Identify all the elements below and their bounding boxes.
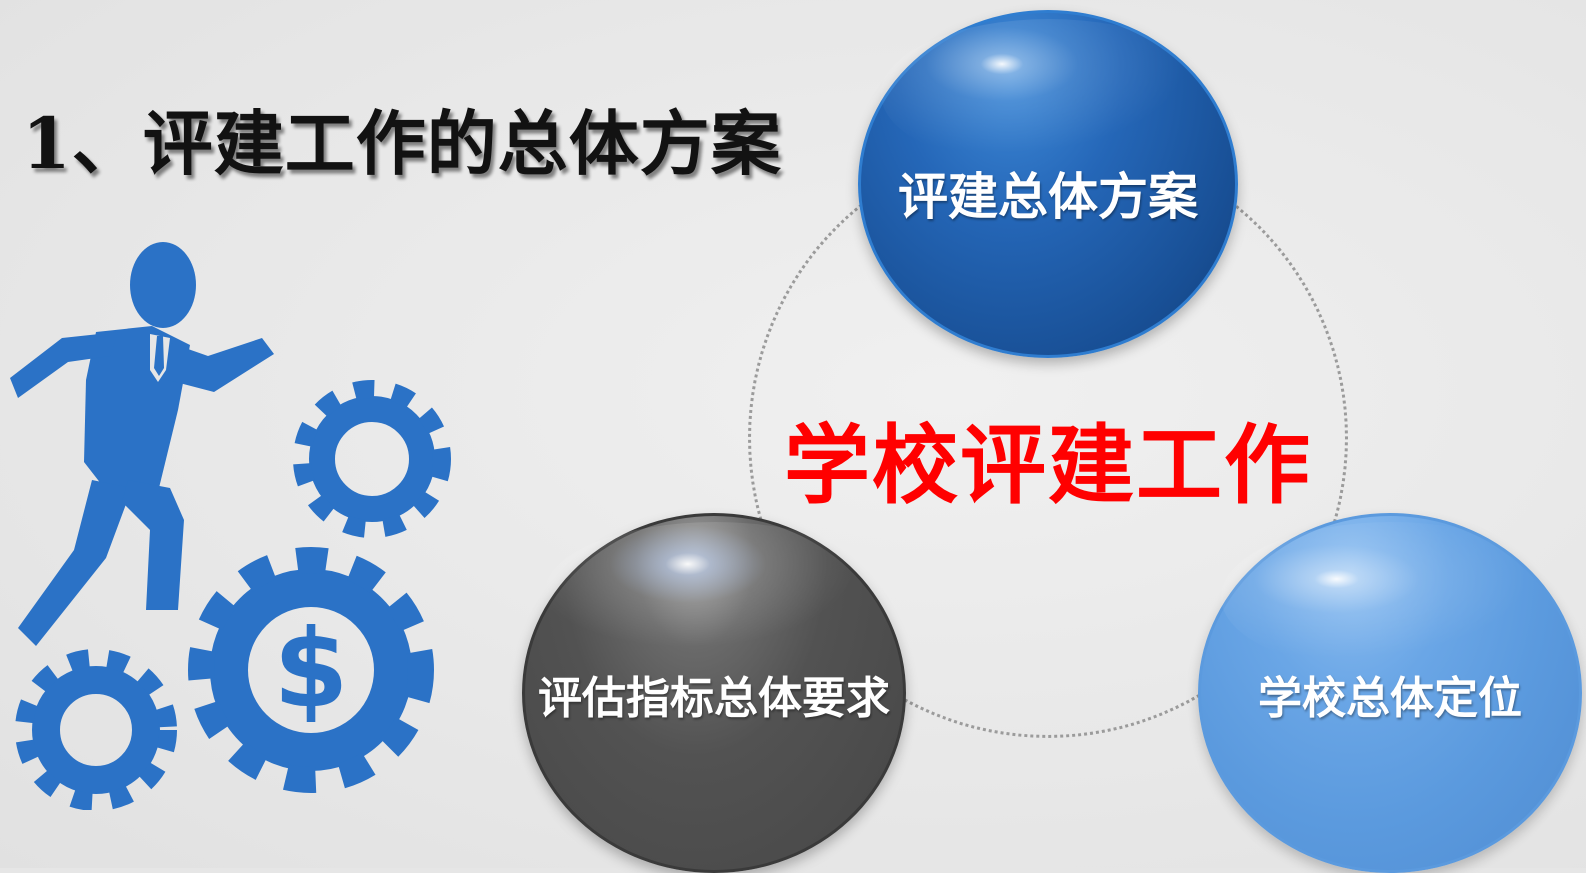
businessman-on-gears-icon: $ (10, 242, 451, 810)
center-label: 学校评建工作 (784, 416, 1312, 516)
gear-small-bottom-ring (32, 666, 160, 794)
node-top: 评建总体方案 (858, 10, 1238, 358)
gear-small-bottom-teeth (15, 649, 177, 810)
person-head (130, 242, 196, 328)
gear-large-teeth (188, 547, 434, 793)
node-top-gloss (881, 19, 1217, 169)
gear-small-top-teeth (293, 380, 451, 538)
person-leg-back (18, 480, 132, 646)
node-top-label: 评建总体方案 (898, 168, 1198, 226)
slide-title: 1、评建工作的总体方案 (22, 102, 782, 185)
person-front-arm (168, 338, 274, 392)
node-bottom-right: 学校总体定位 (1198, 513, 1582, 873)
gear-large-ring (210, 569, 412, 771)
node-bottom-left-label: 评估指标总体要求 (538, 673, 890, 724)
person-leg-front (122, 480, 184, 610)
gear-small-top-ring (309, 396, 435, 522)
person-tie (154, 336, 164, 376)
node-bottom-left: 评估指标总体要求 (522, 513, 906, 873)
dollar-sign-icon: $ (273, 607, 348, 732)
node-bottom-right-label: 学校总体定位 (1258, 673, 1522, 724)
person-back-arm (10, 332, 118, 398)
